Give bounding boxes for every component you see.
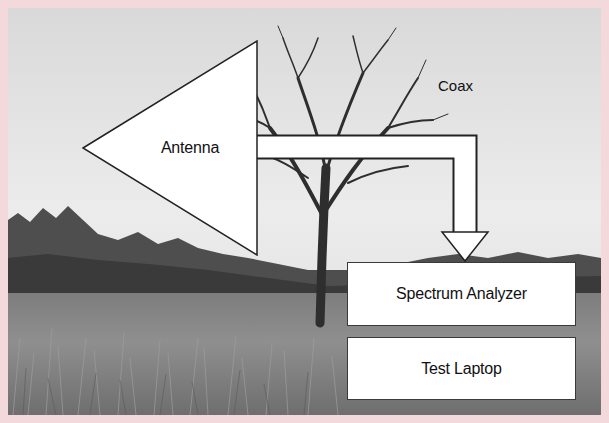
- coax-outline: [254, 147, 465, 234]
- sky: [8, 8, 601, 415]
- grass-dark: [23, 368, 308, 415]
- coax-arrow: [254, 147, 488, 261]
- node-label: Test Laptop: [421, 360, 502, 378]
- device-box: Spectrum Analyzer: [347, 262, 576, 326]
- node-label: Spectrum Analyzer: [396, 285, 527, 303]
- coax-band: [254, 147, 465, 234]
- antenna-triangle: Antenna: [82, 40, 258, 256]
- edge-label: Coax: [438, 77, 473, 94]
- triangle-shape: [83, 41, 257, 255]
- tree-line: [8, 206, 601, 308]
- node-label: Antenna: [161, 139, 219, 157]
- arrow-head: [442, 232, 488, 261]
- device-box: Test Laptop: [347, 337, 576, 400]
- grass: [13, 328, 338, 415]
